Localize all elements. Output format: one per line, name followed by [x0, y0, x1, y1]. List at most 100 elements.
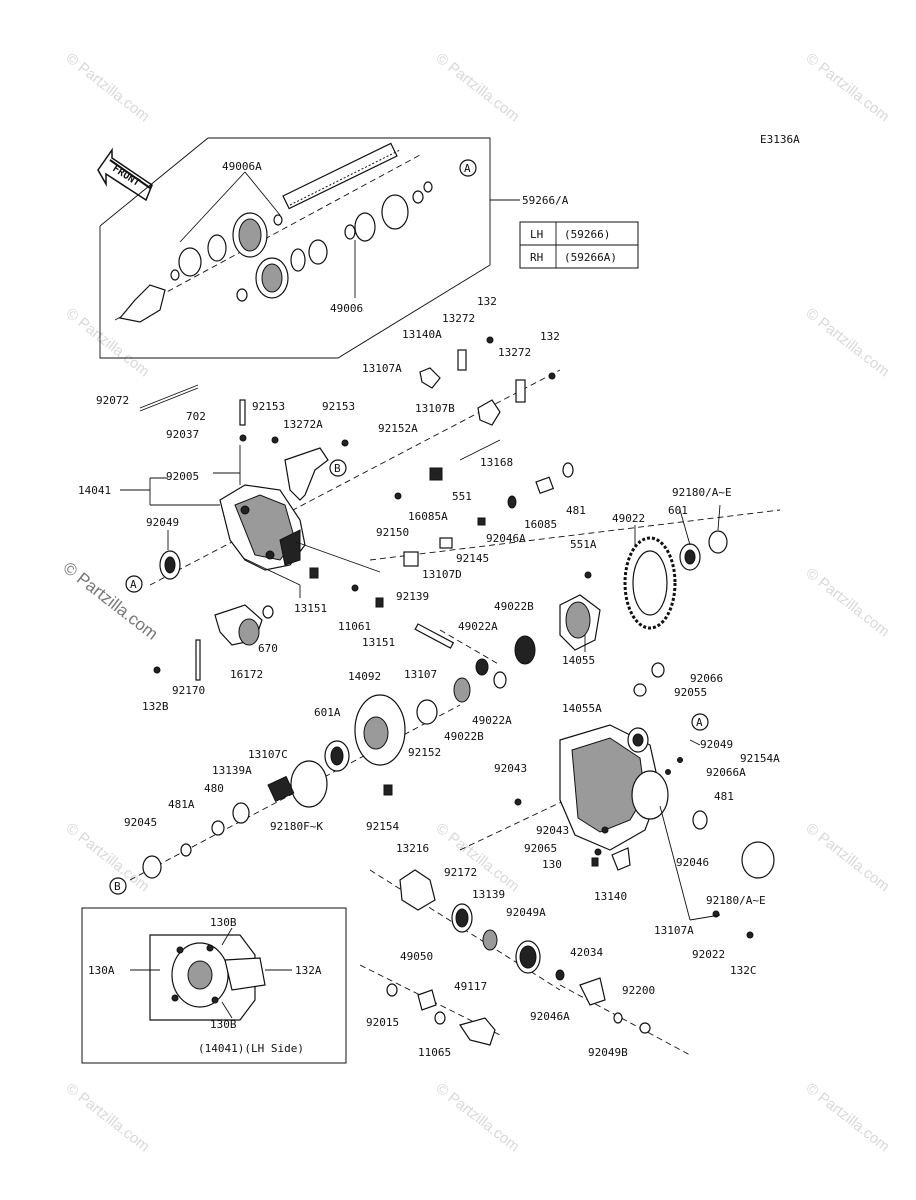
housing-14041: [219, 484, 306, 571]
housing-14055A: [514, 662, 775, 939]
part-label: 551: [452, 490, 472, 503]
part-label: 601A: [314, 706, 341, 719]
part-label: 92005: [166, 470, 199, 483]
part-label: 92145: [456, 552, 489, 565]
part-label: 601: [668, 504, 688, 517]
part-label: 49117: [454, 980, 487, 993]
part-label: 130: [542, 858, 562, 871]
part-label: 49022A: [458, 620, 498, 633]
watermark-text: © Partzilla.com: [803, 565, 893, 641]
watermark-text: © Partzilla.com: [63, 1080, 153, 1156]
part-label: 92154: [366, 820, 399, 833]
part-labels: 49006A 59266/A 49006 132 13272 13140 A 13…: [78, 160, 780, 1059]
shift-parts: [139, 336, 574, 608]
part-label: 92046A: [530, 1010, 570, 1023]
part-label: 481A: [168, 798, 195, 811]
part-label: 14055A: [562, 702, 602, 715]
part-label: 481: [566, 504, 586, 517]
watermark-text: © Partzilla.com: [803, 305, 893, 381]
part-label: 13107: [404, 668, 437, 681]
watermark-text: © Partzilla.com: [803, 1080, 893, 1156]
part-label: 49006A: [222, 160, 262, 173]
ref-mark-b-label: B: [114, 880, 121, 893]
part-label: 92072: [96, 394, 129, 407]
ref-mark-b: [329, 459, 347, 477]
part-label: 480: [204, 782, 224, 795]
part-label: 13139: [472, 888, 505, 901]
watermark-text: © Partzilla.com: [433, 820, 523, 896]
part-label: 92139: [396, 590, 429, 603]
part-label: 92154A: [740, 752, 780, 765]
part-label: 92022: [692, 948, 725, 961]
part-label: 42034: [570, 946, 603, 959]
ref-mark-a-label: A: [130, 578, 137, 591]
diagram-code: E3136A: [760, 133, 800, 146]
part-label: 11061: [338, 620, 371, 633]
cover-13272A: [284, 447, 329, 501]
part-label: 13107D: [422, 568, 462, 581]
drive-shaft-assembly: [114, 142, 433, 323]
part-label: 92170: [172, 684, 205, 697]
watermark-text: © Partzilla.com: [60, 558, 162, 644]
part-label: 92049A: [506, 906, 546, 919]
ref-mark-b-label: B: [334, 462, 341, 475]
table-part: (59266): [564, 228, 610, 241]
part-label: 49006: [330, 302, 363, 315]
ring-gear-49022: [584, 530, 728, 630]
part-label: 130B: [210, 916, 237, 929]
part-label: 13107A: [654, 924, 694, 937]
part-label: 481: [714, 790, 734, 803]
part-label: 92200: [622, 984, 655, 997]
ref-mark-a: [459, 159, 477, 177]
watermark-text: © Partzilla.com: [433, 1080, 523, 1156]
leader-lines: [120, 171, 721, 921]
differential-case-14055: [414, 594, 601, 703]
ref-mark-a-label: A: [464, 162, 471, 175]
part-label: 92043: [494, 762, 527, 775]
part-label: 13272: [498, 346, 531, 359]
part-label: 670: [258, 642, 278, 655]
part-label: 92046: [676, 856, 709, 869]
part-label: 92043: [536, 824, 569, 837]
table-side: LH: [530, 228, 543, 241]
part-label: 92180F~K: [270, 820, 323, 833]
part-label: 132: [477, 295, 497, 308]
part-label: 92049: [146, 516, 179, 529]
cover-14092: [142, 694, 438, 879]
part-label: 13151: [294, 602, 327, 615]
part-label: 92066: [690, 672, 723, 685]
front-arrow-icon: FRONT: [97, 147, 153, 202]
part-label: 702: [186, 410, 206, 423]
part-label: 59266/A: [522, 194, 569, 207]
part-label: 92153: [252, 400, 285, 413]
ref-mark-a: [691, 713, 709, 731]
part-label: 551A: [570, 538, 597, 551]
part-label: 92150: [376, 526, 409, 539]
part-label: 13107B: [415, 402, 455, 415]
ref-mark-b: [109, 877, 127, 895]
pinion-parts: [386, 869, 651, 1046]
part-label: 14055: [562, 654, 595, 667]
part-label: 13151: [362, 636, 395, 649]
watermark-text: © Partzilla.com: [433, 50, 523, 126]
watermark-text: © Partzilla.com: [63, 50, 153, 126]
part-label: 132A: [295, 964, 322, 977]
part-label: 132C: [730, 964, 757, 977]
part-label: 92066A: [706, 766, 746, 779]
part-label: 92152A: [378, 422, 418, 435]
part-label: 49022: [612, 512, 645, 525]
part-label: 13107C: [248, 748, 288, 761]
ref-mark-a: [125, 575, 143, 593]
part-label: 92172: [444, 866, 477, 879]
part-label: 13140: [594, 890, 627, 903]
table-part: (59266A): [564, 251, 617, 264]
part-label: 92153: [322, 400, 355, 413]
part-label: 132B: [142, 700, 169, 713]
watermark-text: © Partzilla.com: [63, 820, 153, 896]
inset-box: (14041)(LH Side): [81, 907, 347, 1064]
part-label: 49022B: [444, 730, 484, 743]
part-label: 49050: [400, 950, 433, 963]
part-label: 92180/A~E: [706, 894, 766, 907]
ref-mark-a-label: A: [696, 716, 703, 729]
